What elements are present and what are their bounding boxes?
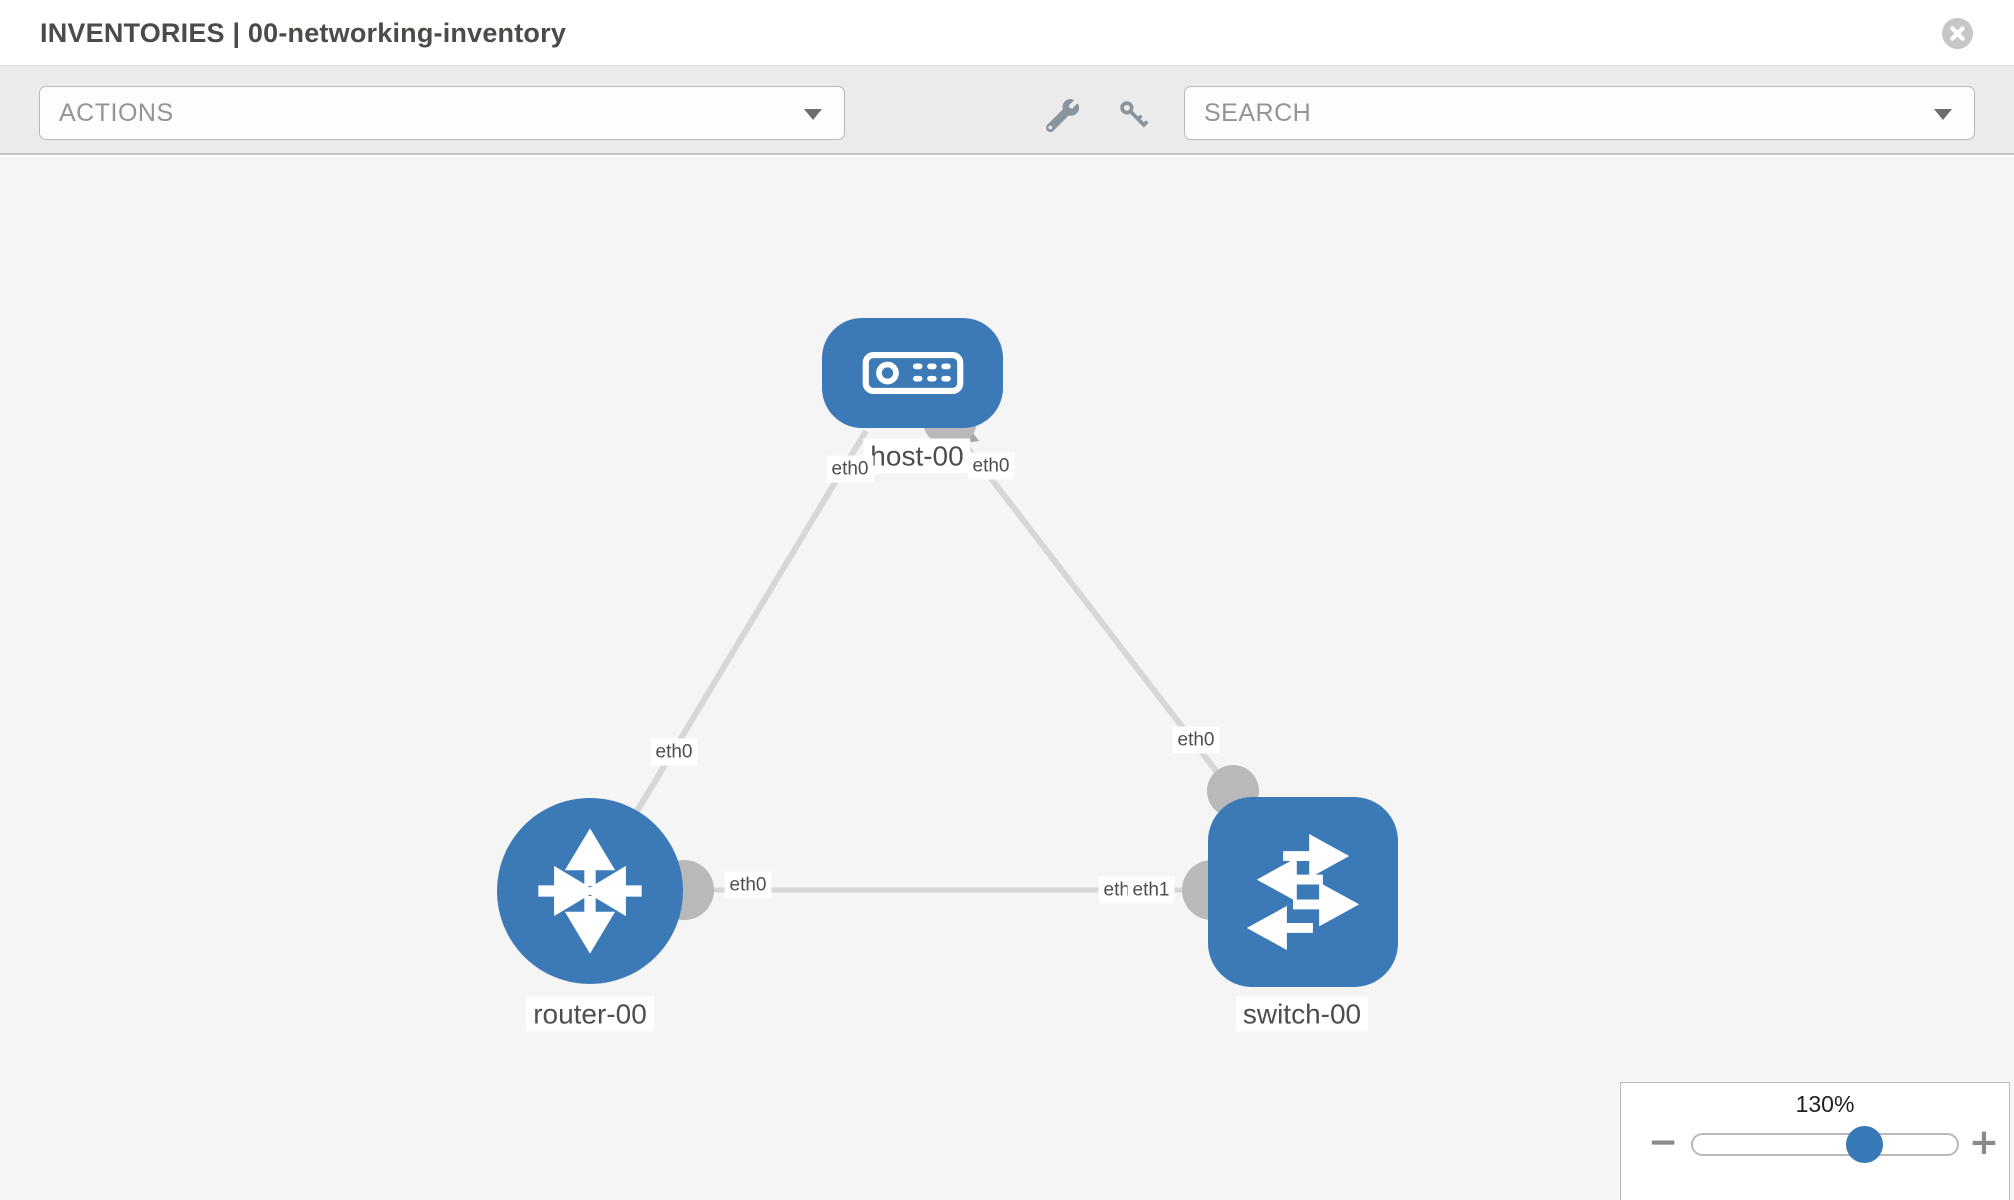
zoom-slider-thumb[interactable]: [1846, 1126, 1883, 1163]
node-label-host-00: host-00: [863, 438, 971, 474]
credentials-button[interactable]: [1113, 96, 1157, 136]
topology-canvas[interactable]: host-00 router-00 switch-00 eth0 eth0 et…: [0, 157, 2014, 1200]
router-arrows-icon: [538, 828, 642, 954]
zoom-slider[interactable]: [1691, 1126, 1959, 1163]
iface-label-switch-to-host: eth0: [1172, 726, 1220, 754]
iface-label-host-to-switch: eth0: [967, 452, 1015, 480]
close-button[interactable]: [1942, 18, 1973, 49]
node-router-00[interactable]: [497, 798, 683, 984]
iface-label-router-to-host: eth0: [650, 738, 698, 766]
key-icon: [1120, 101, 1149, 128]
link-host-router: [592, 429, 869, 883]
chevron-down-icon: [804, 109, 822, 120]
actions-dropdown[interactable]: ACTIONS: [39, 86, 845, 140]
node-host-00[interactable]: [822, 318, 1003, 428]
server-icon: [862, 351, 963, 395]
wrench-icon: [1046, 99, 1080, 133]
toolbar: ACTIONS SEARCH: [0, 66, 2014, 155]
header: INVENTORIES | 00-networking-inventory: [0, 0, 2014, 66]
chevron-down-icon: [1934, 109, 1952, 120]
search-dropdown[interactable]: SEARCH: [1184, 86, 1975, 140]
node-switch-00[interactable]: [1208, 797, 1398, 987]
node-label-router-00: router-00: [526, 996, 654, 1032]
iface-label-host-to-router: eth0: [826, 455, 874, 483]
actions-dropdown-label: ACTIONS: [59, 98, 174, 127]
zoom-out-button[interactable]: −: [1645, 1119, 1681, 1167]
iface-label-switch-to-router: eth1: [1127, 876, 1175, 904]
zoom-level: 130%: [1795, 1091, 1855, 1117]
switch-arrows-icon: [1246, 834, 1360, 950]
page-title: INVENTORIES | 00-networking-inventory: [40, 18, 567, 48]
zoom-panel: 130% − +: [1620, 1082, 2010, 1200]
links-layer: [590, 393, 1259, 920]
node-label-switch-00: switch-00: [1235, 996, 1369, 1032]
tools-button[interactable]: [1041, 96, 1085, 136]
zoom-in-button[interactable]: +: [1966, 1119, 2002, 1167]
search-dropdown-label: SEARCH: [1204, 98, 1312, 127]
iface-label-router-to-switch: eth0: [724, 871, 772, 899]
close-icon: [1950, 26, 1965, 41]
